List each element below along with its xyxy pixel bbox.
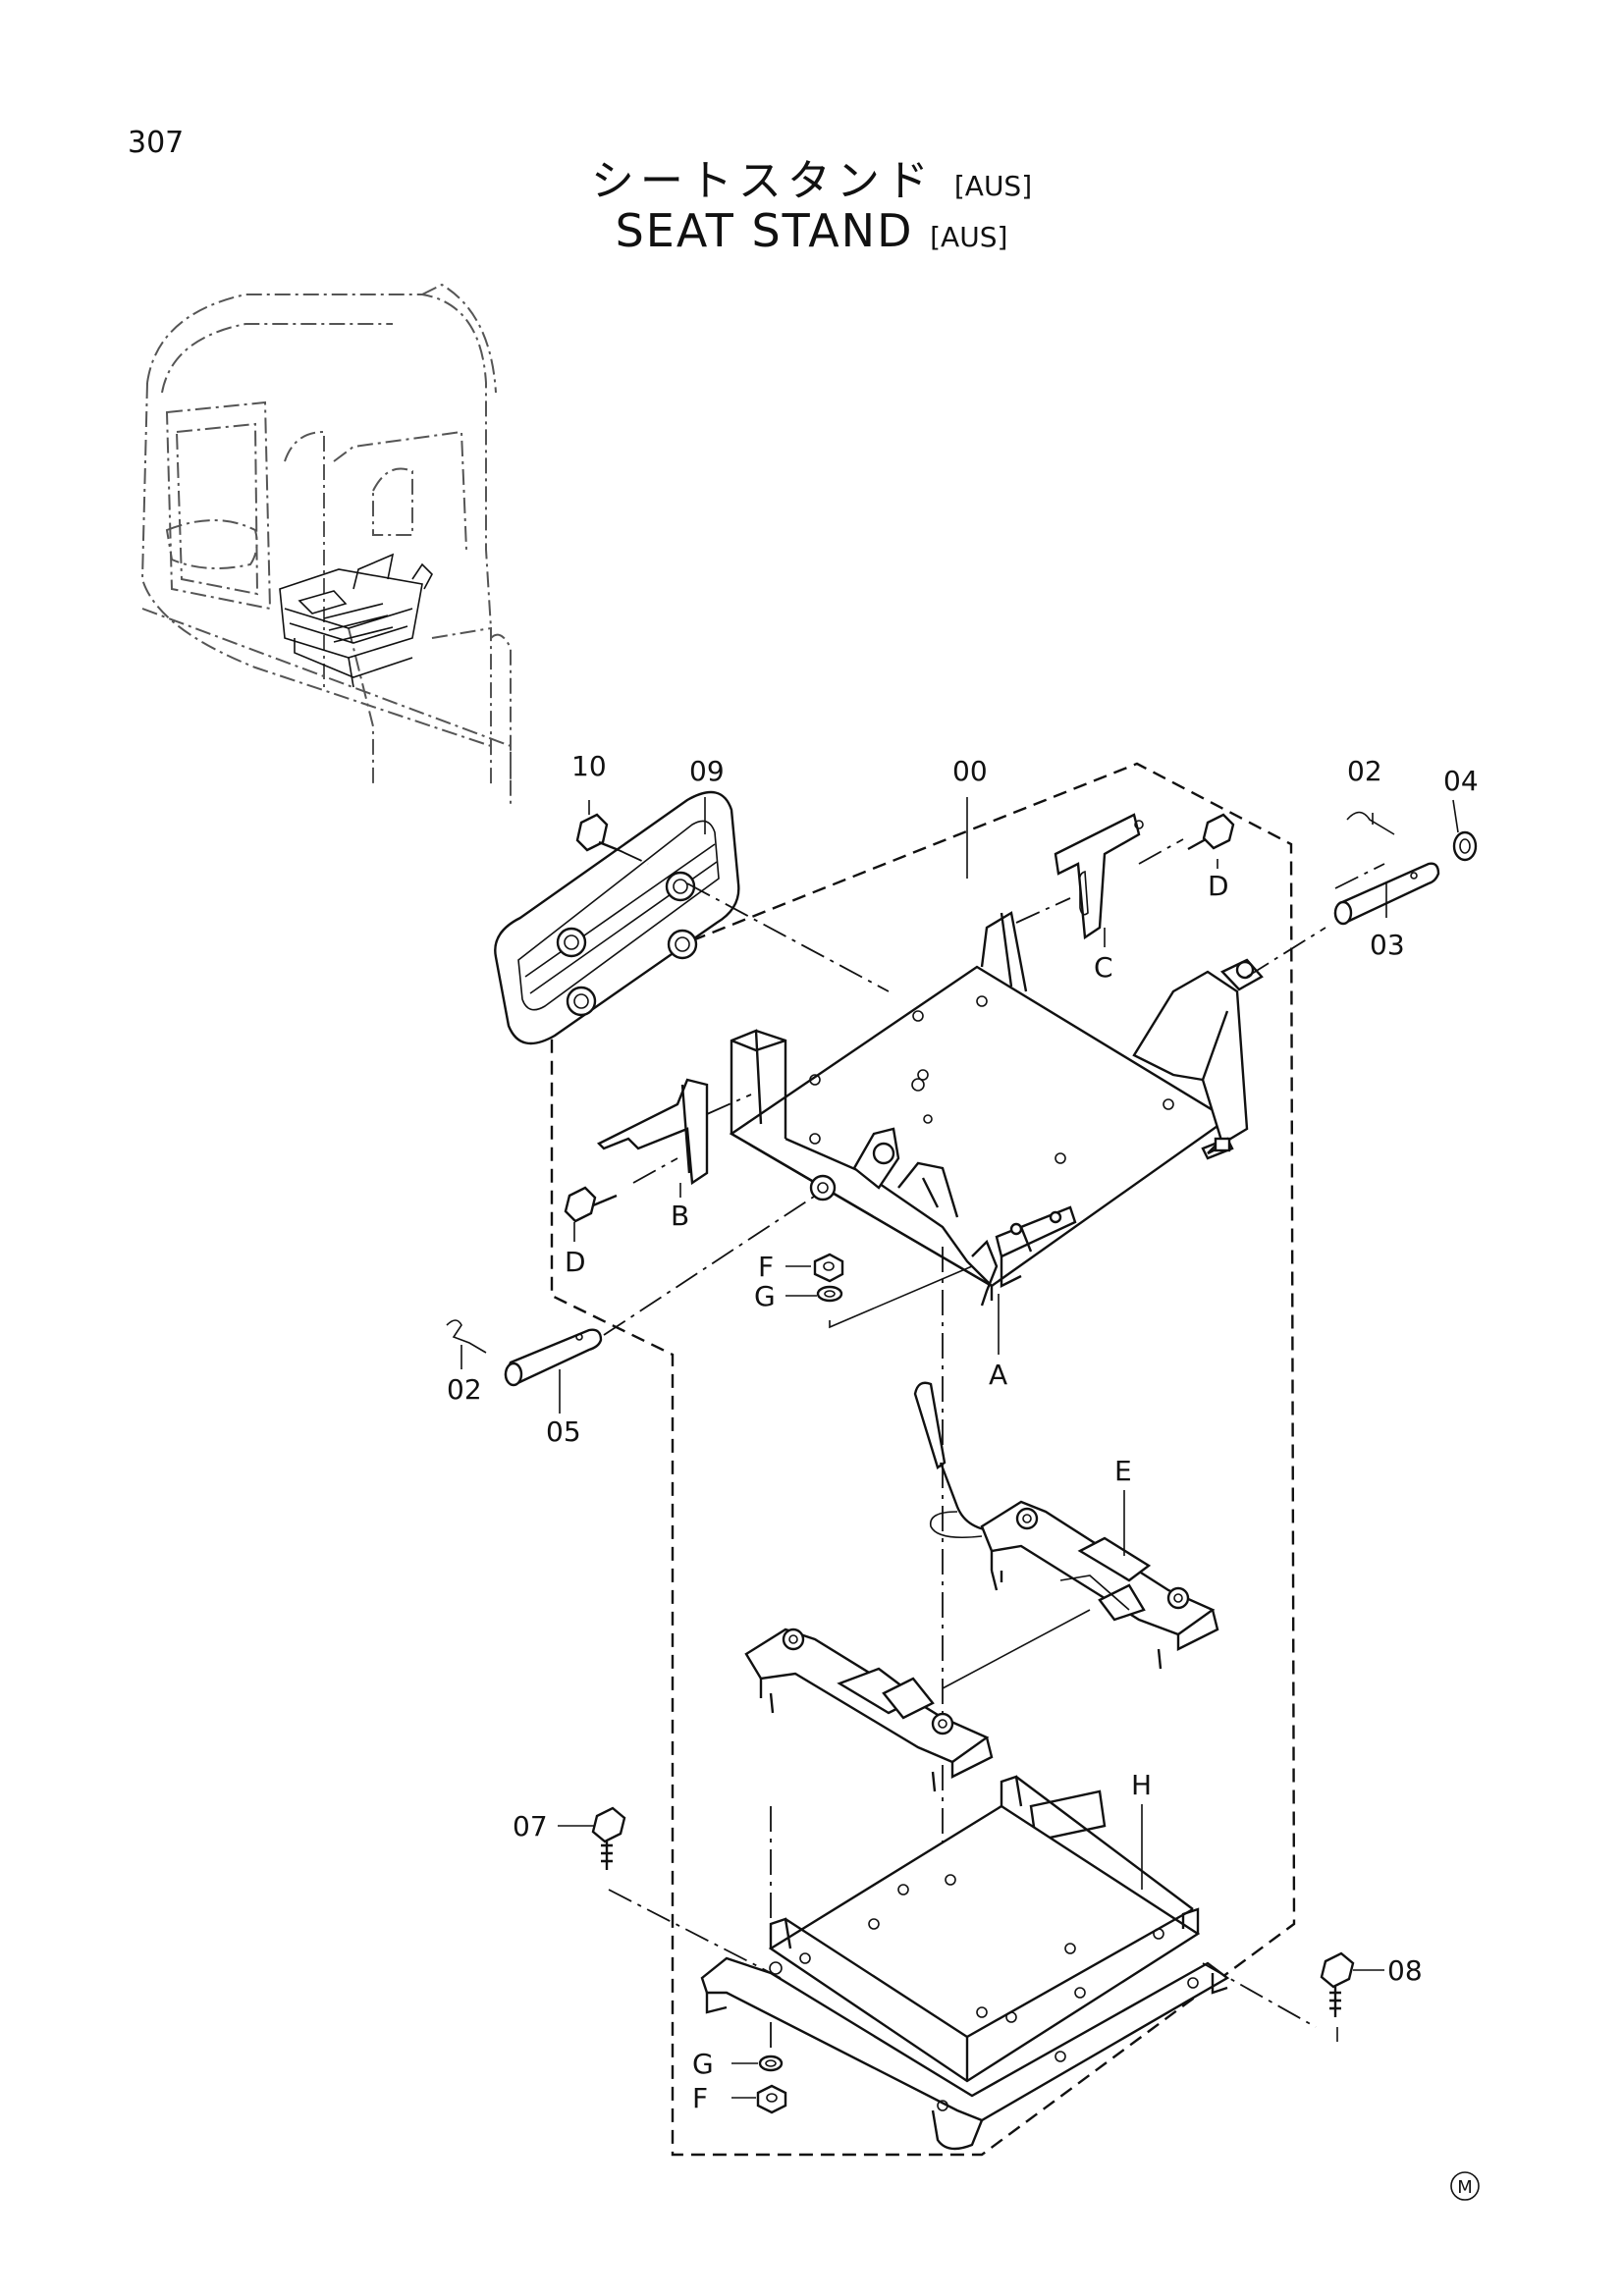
- bolt-07: [591, 1806, 626, 1870]
- bolt-D-lower: [564, 1186, 618, 1223]
- label-C: C: [1094, 951, 1113, 984]
- label-08: 08: [1387, 1954, 1423, 1987]
- label-09: 09: [689, 755, 725, 787]
- label-04: 04: [1443, 765, 1479, 797]
- title-en-text: SEAT STAND: [615, 204, 914, 257]
- bolt-08: [1320, 1951, 1355, 2017]
- label-D-lower: D: [565, 1246, 586, 1278]
- label-05: 05: [546, 1415, 581, 1448]
- label-G-lower: G: [692, 2048, 714, 2080]
- assembly-00-boundary: [550, 762, 1296, 2157]
- washer-G-lower: [758, 2055, 784, 2072]
- label-02-lower: 02: [447, 1373, 482, 1406]
- washer-04: [1452, 830, 1478, 862]
- title-jp-variant-tag: [AUS]: [953, 170, 1033, 202]
- title-jp-text: シートスタンド: [590, 156, 935, 206]
- bracket-B: [596, 1078, 709, 1186]
- part-labels: 10 09 00 02 04 03 D C B D F G A 02 05 E …: [447, 750, 1479, 2114]
- bolt-D-upper: [1187, 813, 1235, 851]
- washer-G-upper: [816, 1285, 843, 1303]
- clip-02-upper: [1346, 811, 1395, 835]
- label-02-upper: 02: [1347, 755, 1382, 787]
- nut-F-lower: [756, 2084, 787, 2114]
- bolt-10: [575, 813, 649, 865]
- bracket-C: [1054, 813, 1144, 940]
- label-H: H: [1131, 1769, 1152, 1801]
- label-A: A: [989, 1359, 1007, 1391]
- seat-slide-E: [744, 1381, 1219, 1792]
- seat-stand-thumbnail: [279, 553, 433, 688]
- pin-05: [504, 1328, 603, 1387]
- page-number: 307: [128, 126, 185, 160]
- corner-mark-letter: M: [1457, 2177, 1473, 2198]
- label-03: 03: [1370, 929, 1405, 961]
- label-10: 10: [571, 750, 607, 782]
- label-00: 00: [952, 755, 988, 787]
- cab-locator-sketch: [140, 283, 512, 805]
- page-title-japanese: シートスタンド [AUS]: [0, 145, 1623, 208]
- label-F-lower: F: [692, 2082, 708, 2114]
- clip-02-lower: [446, 1319, 487, 1354]
- label-G-upper: G: [754, 1280, 776, 1312]
- page-title-english: SEAT STAND [AUS]: [0, 204, 1623, 257]
- upper-frame-A: [729, 911, 1264, 1307]
- panel-09: [494, 790, 740, 1045]
- nut-F-upper: [813, 1253, 844, 1283]
- leader-lines: [460, 797, 1459, 2099]
- label-07: 07: [513, 1810, 548, 1842]
- title-en-variant-tag: [AUS]: [930, 221, 1008, 253]
- base-plate-H: [700, 1775, 1230, 2151]
- label-F-upper: F: [758, 1251, 774, 1283]
- label-D-upper: D: [1208, 870, 1229, 902]
- corner-mark: M: [1450, 2171, 1480, 2201]
- label-B: B: [671, 1200, 689, 1232]
- label-E: E: [1114, 1455, 1132, 1487]
